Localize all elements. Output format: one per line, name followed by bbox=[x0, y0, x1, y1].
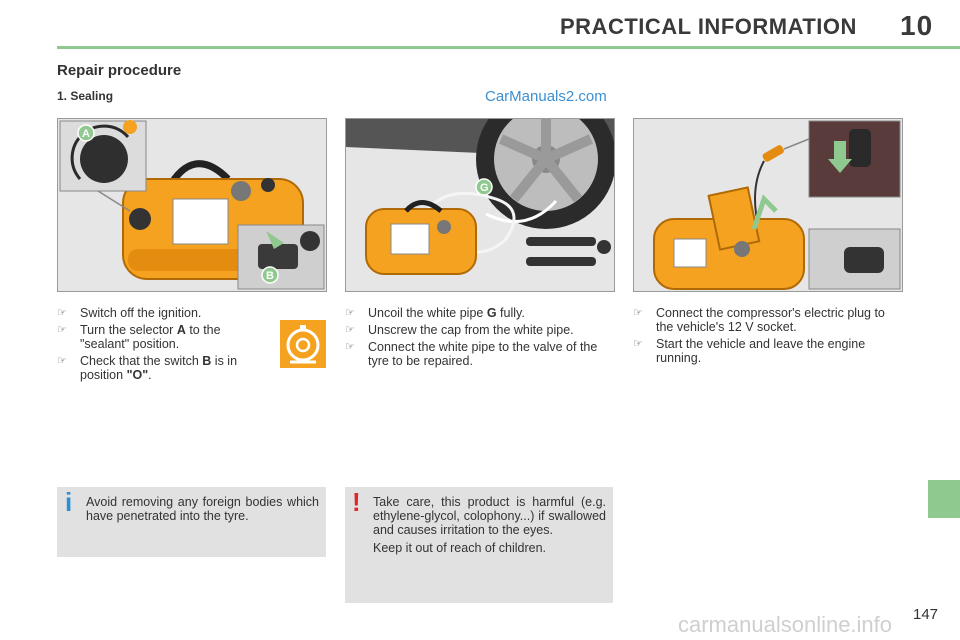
steps-column-1: ☞Switch off the ignition. ☞Turn the sele… bbox=[57, 306, 272, 385]
info-note-text: Avoid removing any foreign bodies which … bbox=[86, 495, 319, 523]
illustration-compressor-selector: A B bbox=[57, 118, 327, 292]
info-icon: i bbox=[65, 487, 73, 517]
list-item: ☞Unscrew the cap from the white pipe. bbox=[345, 323, 574, 337]
steps-column-3: ☞Connect the compressor's electric plug … bbox=[633, 306, 903, 368]
pointing-hand-icon: ☞ bbox=[57, 307, 67, 319]
callout-a-label: A bbox=[82, 128, 90, 140]
watermark: CarManuals2.com bbox=[485, 88, 607, 105]
sealant-selector-icon bbox=[280, 320, 326, 368]
warning-note: ! Take care, this product is harmful (e.… bbox=[345, 487, 613, 603]
page-number: 147 bbox=[913, 606, 939, 623]
pointing-hand-icon: ☞ bbox=[57, 355, 67, 367]
list-item: ☞Switch off the ignition. bbox=[57, 306, 202, 320]
warning-note-text-2: Keep it out of reach of children. bbox=[373, 541, 547, 555]
header-rule bbox=[57, 46, 960, 49]
list-item: ☞Connect the compressor's electric plug … bbox=[633, 306, 885, 334]
warning-icon: ! bbox=[352, 487, 361, 517]
callout-g-label: G bbox=[480, 182, 489, 194]
list-item: ☞Turn the selector A to the "sealant" po… bbox=[57, 323, 221, 351]
illustration-12v-socket bbox=[633, 118, 903, 292]
warning-note-text: Take care, this product is harmful (e.g.… bbox=[373, 495, 606, 537]
pointing-hand-icon: ☞ bbox=[57, 324, 67, 336]
chapter-number: 10 bbox=[900, 10, 934, 41]
list-item: ☞Connect the white pipe to the valve of … bbox=[345, 340, 598, 368]
section-title: Repair procedure bbox=[57, 62, 182, 79]
pointing-hand-icon: ☞ bbox=[345, 324, 355, 336]
footer-watermark: carmanualsonline.info bbox=[678, 612, 893, 637]
pointing-hand-icon: ☞ bbox=[345, 307, 355, 319]
list-item: ☞Uncoil the white pipe G fully. bbox=[345, 306, 525, 320]
illustration-wheel-pipe: G bbox=[345, 118, 615, 292]
subsection-title: 1. Sealing bbox=[57, 89, 114, 103]
chapter-title: PRACTICAL INFORMATION bbox=[560, 14, 857, 39]
pointing-hand-icon: ☞ bbox=[633, 338, 643, 350]
callout-b-label: B bbox=[266, 270, 274, 282]
steps-column-2: ☞Uncoil the white pipe G fully. ☞Unscrew… bbox=[345, 306, 615, 371]
chapter-side-tab bbox=[928, 480, 960, 518]
list-item: ☞Start the vehicle and leave the engine … bbox=[633, 337, 866, 365]
list-item: ☞Check that the switch B is in position … bbox=[57, 354, 238, 382]
info-note: i Avoid removing any foreign bodies whic… bbox=[57, 487, 326, 557]
pointing-hand-icon: ☞ bbox=[633, 307, 643, 319]
pointing-hand-icon: ☞ bbox=[345, 341, 355, 353]
